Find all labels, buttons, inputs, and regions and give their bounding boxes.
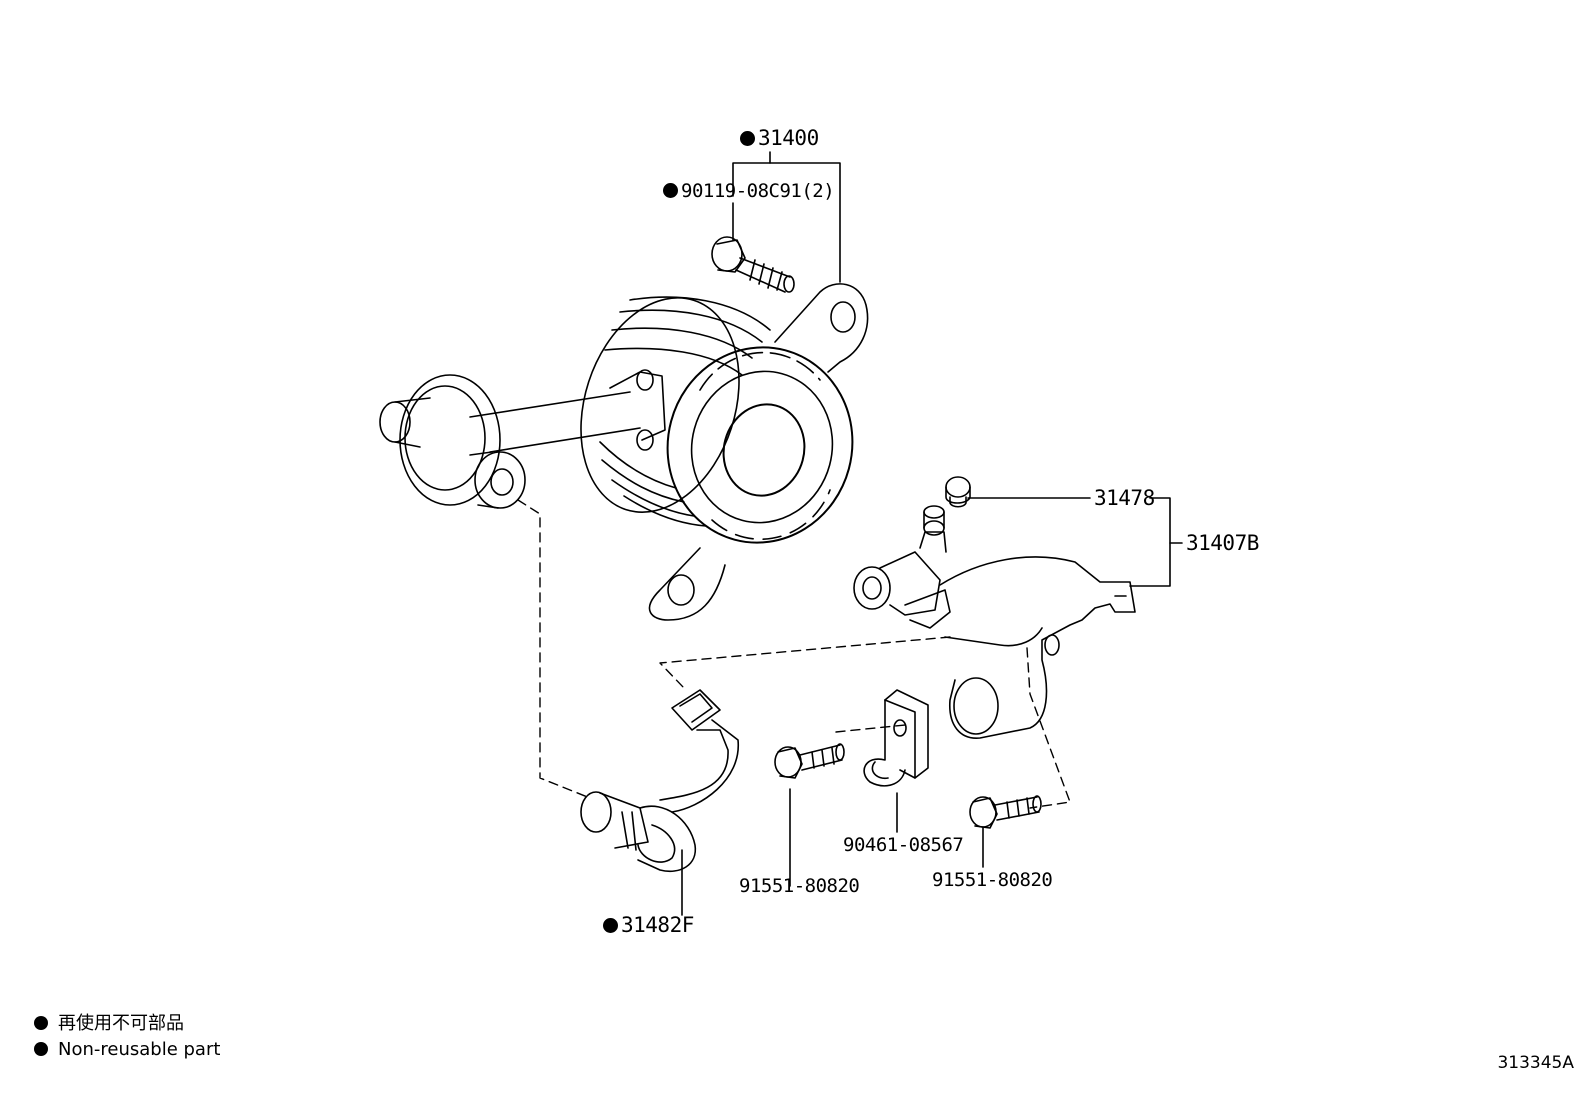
bolt-illustration (711, 236, 795, 293)
non-reusable-dot-icon (34, 1016, 48, 1030)
non-reusable-dot-icon (740, 131, 755, 146)
bleeder-bracket-illustration (853, 505, 1136, 739)
hose-illustration (580, 689, 739, 872)
part-label-91551-80820-left[interactable]: 91551-80820 (739, 875, 860, 897)
dashed-lines (517, 499, 1071, 809)
bleeder-cap-illustration (945, 476, 971, 508)
part-label-91551-80820-right[interactable]: 91551-80820 (932, 869, 1053, 891)
non-reusable-dot-icon (34, 1042, 48, 1056)
part-label-90119-08c91[interactable]: 90119-08C91(2) (663, 182, 835, 201)
part-label-31407b[interactable]: 31407B (1186, 531, 1259, 555)
legend-japanese: 再使用不可部品 (34, 1015, 184, 1033)
legend-english: Non-reusable part (34, 1041, 220, 1059)
non-reusable-dot-icon (663, 183, 678, 198)
part-label-31482f[interactable]: 31482F (603, 915, 694, 936)
clamp-illustration (863, 689, 929, 787)
part-label-90461-08567[interactable]: 90461-08567 (843, 834, 964, 856)
bolts-91551-illustration (774, 743, 1042, 829)
release-cylinder-illustration (379, 283, 869, 621)
part-label-31400[interactable]: 31400 (740, 128, 819, 149)
leader-lines (681, 151, 1183, 916)
illustration-code: 313345A (1497, 1053, 1574, 1073)
non-reusable-dot-icon (603, 918, 618, 933)
part-label-31478[interactable]: 31478 (1094, 486, 1155, 510)
